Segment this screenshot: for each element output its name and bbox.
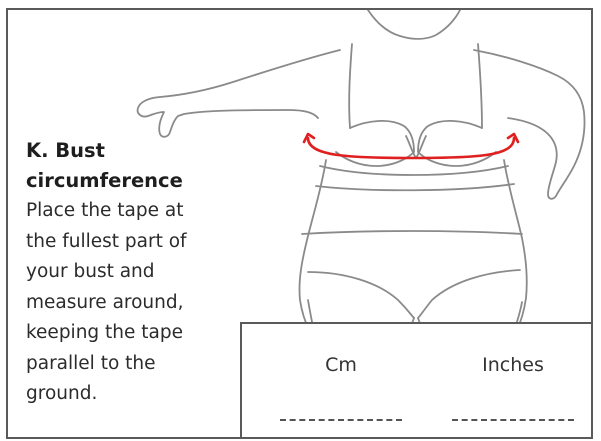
instruction-line-1: Place the tape at [26, 196, 236, 227]
section-heading-line2: circumference [26, 166, 236, 196]
underwear-waistband [302, 231, 522, 234]
underwear-leg-left [308, 272, 414, 318]
instruction-line-3: your bust and [26, 257, 236, 288]
inches-blank-line[interactable] [452, 419, 574, 421]
cm-label: Cm [281, 354, 401, 376]
right-bra-strap [478, 44, 482, 128]
instruction-line-4: measure around, [26, 288, 236, 319]
instructions-text-block: K. Bust circumference Place the tape at … [26, 136, 236, 410]
underwear-leg-right [418, 270, 520, 318]
measurement-entry-box: Cm Inches [240, 322, 593, 439]
bra-center-gore [406, 136, 426, 158]
instruction-line-5: keeping the tape [26, 318, 236, 349]
left-bra-strap [349, 44, 352, 128]
instruction-line-2: the fullest part of [26, 227, 236, 258]
section-heading-line1: K. Bust [26, 136, 236, 166]
right-bra-cup [418, 121, 496, 166]
waistline-band [316, 184, 514, 190]
cm-blank-line[interactable] [280, 419, 402, 421]
right-torso-outline [504, 160, 527, 332]
measurement-card: K. Bust circumference Place the tape at … [6, 8, 593, 439]
instruction-line-7: ground. [26, 379, 236, 410]
inches-label: Inches [453, 354, 573, 376]
right-shoulder-arm-outline [474, 50, 585, 199]
instruction-line-6: parallel to the [26, 349, 236, 380]
bra-underband [320, 166, 508, 175]
left-shoulder-arm-outline [138, 50, 340, 137]
neck-outline [368, 10, 460, 39]
